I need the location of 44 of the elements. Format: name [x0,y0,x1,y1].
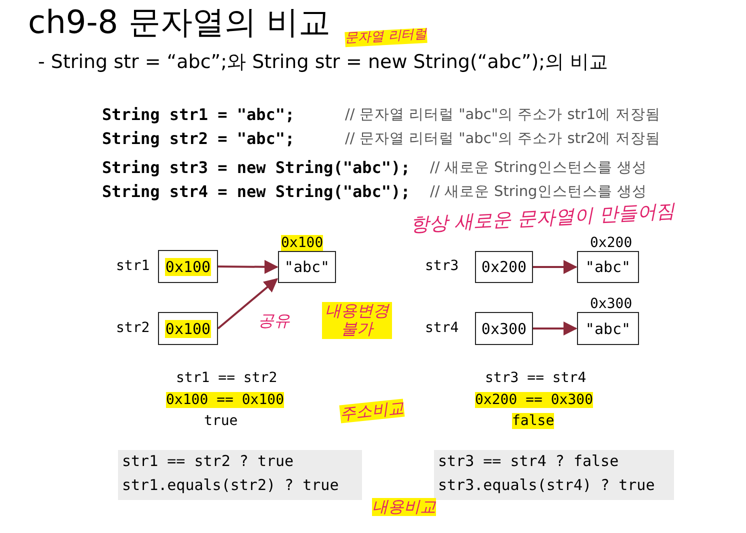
result-text: true [204,413,238,430]
variable-name: str2 [116,320,150,336]
result-text: false [512,413,554,430]
comparison-text: str1 == str2 [176,370,278,386]
memory-box: 0x100 [158,250,218,283]
code-comment: // 새로운 String인스턴스를 생성 [430,184,647,201]
memory-box: 0x100 [158,312,218,345]
code-line: String str3 = new String("abc"); [102,159,410,178]
code-line: str1 == str2 ? true [122,453,294,470]
handwritten-note: 항상 새로운 문자열이 만들어짐 [410,201,676,236]
code-line: String str4 = new String("abc"); [102,183,410,202]
arrow [217,278,278,330]
address-label: 0x200 [590,235,632,252]
address-label: 0x300 [590,296,632,312]
code-line: str1.equals(str2) ? true [122,477,339,494]
comparison-text: 0x100 == 0x100 [166,392,284,408]
handwritten-note: 문자열 리터럴 [344,28,428,48]
arrow [218,260,278,274]
code-comment: // 새로운 String인스턴스를 생성 [430,160,647,177]
subtitle: - String str = “abc”;와 String str = new String(“abc”);의 비교 [38,52,608,74]
handwritten-note: 내용변경 불가 [322,302,392,339]
code-comment: // 문자열 리터럴 "abc"의 주소가 str2에 저장됨 [345,131,660,148]
handwritten-note: 공유 [258,312,290,330]
memory-box: "abc" [577,251,639,283]
variable-name: str3 [425,258,459,274]
code-line: str3.equals(str4) ? true [438,477,655,494]
title: ch9-8 문자열의 비교 [28,4,330,41]
memory-box: 0x200 [475,251,533,283]
code-line: str3 == str4 ? false [438,453,619,470]
memory-box: "abc" [278,251,336,283]
comparison-text: 0x200 == 0x300 [475,392,594,408]
variable-name: str1 [116,258,150,274]
arrow [533,322,578,336]
code-line: String str1 = "abc"; [102,106,295,124]
code-line: String str2 = "abc"; [102,130,295,148]
memory-box: 0x300 [475,312,533,345]
handwritten-note: 주소비교 [339,398,405,424]
code-comment: // 문자열 리터럴 "abc"의 주소가 str1에 저장됨 [345,107,660,124]
handwritten-note: 내용비교 [372,498,436,516]
address-label: 0x100 [281,235,324,252]
arrow [533,260,578,274]
comparison-text: str3 == str4 [485,370,586,386]
memory-box: "abc" [577,312,639,345]
variable-name: str4 [425,320,459,336]
